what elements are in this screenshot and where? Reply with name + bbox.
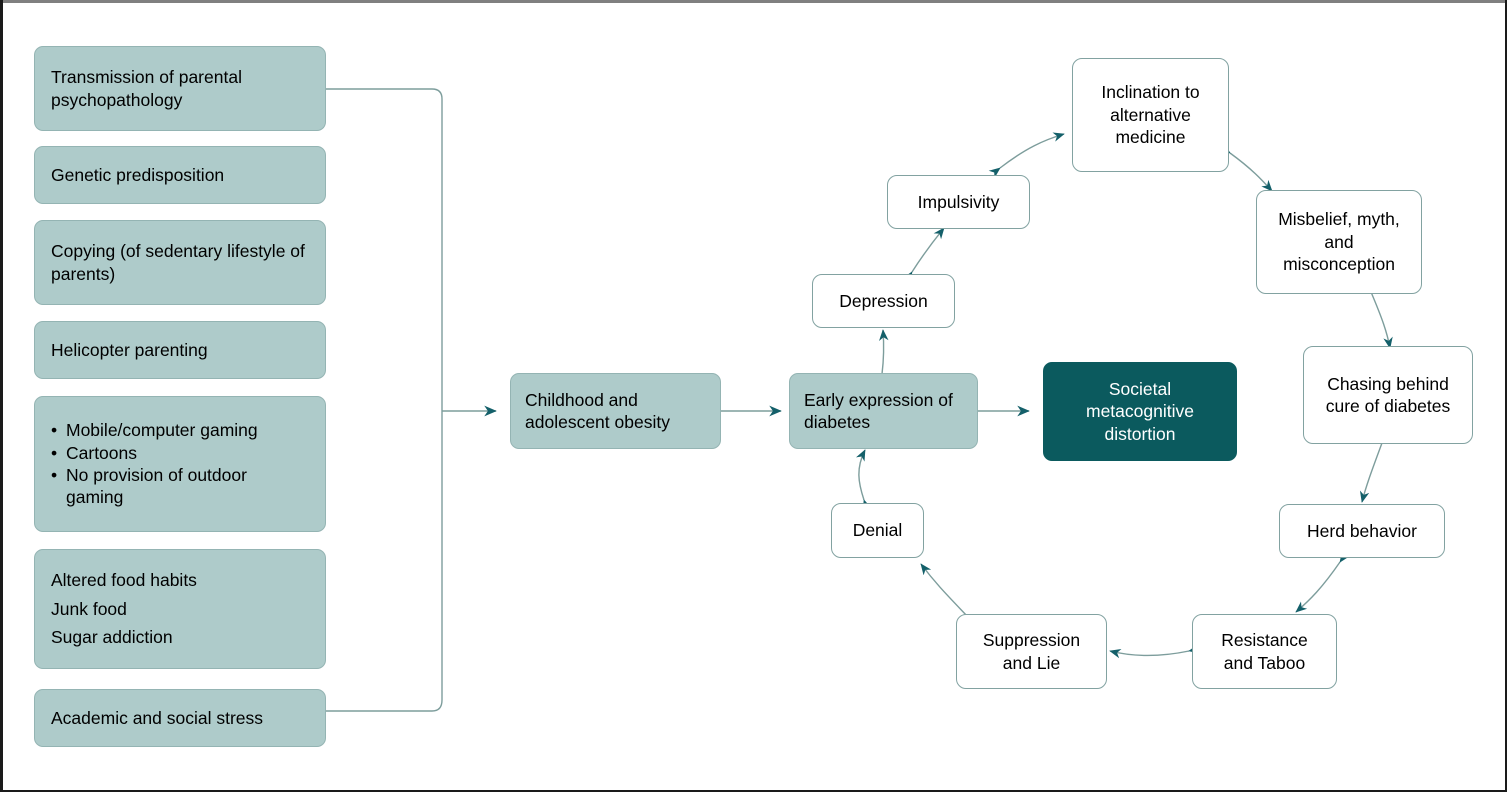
canvas-border-left xyxy=(0,0,3,792)
cycle-label-denial: Denial xyxy=(852,520,903,541)
list-item: No provision of outdoor gaming xyxy=(51,464,309,509)
pathway-box-outcome[interactable]: Societal metacognitive distortion xyxy=(1043,362,1237,461)
cycle-label-inclination: Inclination to alternative medicine xyxy=(1101,82,1200,148)
cause-label-helicopter: Helicopter parenting xyxy=(51,339,208,360)
cycle-box-misbelief[interactable]: Misbelief, myth, and misconception xyxy=(1256,190,1422,294)
canvas-border-top xyxy=(0,0,1507,3)
cause-box-copying[interactable]: Copying (of sedentary lifestyle of paren… xyxy=(34,220,326,305)
list-item: Sugar addiction xyxy=(51,627,173,648)
cycle-label-suppression: Suppression and Lie xyxy=(982,630,1081,673)
cycle-label-resistance: Resistance and Taboo xyxy=(1221,630,1308,673)
cause-label-copying: Copying (of sedentary lifestyle of paren… xyxy=(51,241,305,284)
cause-box-food[interactable]: Altered food habits Junk food Sugar addi… xyxy=(34,549,326,669)
list-item: Junk food xyxy=(51,598,127,619)
cycle-box-herd[interactable]: Herd behavior xyxy=(1279,504,1445,558)
cycle-label-chasing: Chasing behind cure of diabetes xyxy=(1325,373,1451,416)
food-habits-lines: Altered food habits Junk food Sugar addi… xyxy=(51,566,197,651)
cycle-label-misbelief: Misbelief, myth, and misconception xyxy=(1278,209,1400,275)
cause-label-stress: Academic and social stress xyxy=(51,707,264,728)
cycle-label-depression: Depression xyxy=(839,290,928,311)
cycle-box-depression[interactable]: Depression xyxy=(812,274,955,328)
list-item: Cartoons xyxy=(51,442,309,465)
pathway-box-early-expression[interactable]: Early expression of diabetes xyxy=(789,373,978,449)
pathway-label-obesity: Childhood and adolescent obesity xyxy=(525,389,670,432)
canvas-border-bottom xyxy=(0,790,1507,792)
cycle-box-suppression[interactable]: Suppression and Lie xyxy=(956,614,1107,689)
cycle-box-impulsivity[interactable]: Impulsivity xyxy=(887,175,1030,229)
list-item: Altered food habits xyxy=(51,570,197,591)
pathway-box-obesity[interactable]: Childhood and adolescent obesity xyxy=(510,373,721,449)
cause-box-stress[interactable]: Academic and social stress xyxy=(34,689,326,747)
cause-box-screen-time[interactable]: Mobile/computer gaming Cartoons No provi… xyxy=(34,396,326,532)
cycle-box-inclination[interactable]: Inclination to alternative medicine xyxy=(1072,58,1229,172)
cause-box-transmission[interactable]: Transmission of parental psychopathology xyxy=(34,46,326,131)
list-item: Mobile/computer gaming xyxy=(51,419,309,442)
cycle-box-resistance[interactable]: Resistance and Taboo xyxy=(1192,614,1337,689)
cycle-box-denial[interactable]: Denial xyxy=(831,503,924,558)
cause-label-transmission: Transmission of parental psychopathology xyxy=(51,67,242,110)
cycle-box-chasing[interactable]: Chasing behind cure of diabetes xyxy=(1303,346,1473,444)
cycle-label-impulsivity: Impulsivity xyxy=(917,191,1000,212)
cause-box-helicopter[interactable]: Helicopter parenting xyxy=(34,321,326,379)
cause-label-genetic: Genetic predisposition xyxy=(51,164,225,185)
canvas-border-right xyxy=(1505,0,1507,792)
cause-box-genetic[interactable]: Genetic predisposition xyxy=(34,146,326,204)
pathway-label-early-expression: Early expression of diabetes xyxy=(804,389,953,432)
screen-time-bullet-list: Mobile/computer gaming Cartoons No provi… xyxy=(51,419,309,509)
cycle-label-herd: Herd behavior xyxy=(1307,520,1417,541)
pathway-label-outcome: Societal metacognitive distortion xyxy=(1086,378,1194,444)
